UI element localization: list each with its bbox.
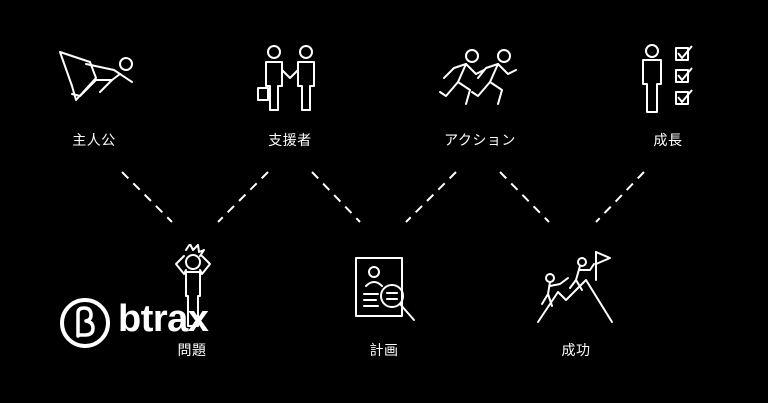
- btrax-logo-text: btrax: [118, 298, 209, 340]
- label-problem: 問題: [177, 343, 207, 359]
- label-action: アクション: [444, 133, 516, 149]
- document-magnifier-icon: [355, 257, 415, 321]
- label-plan: 計画: [369, 343, 399, 359]
- running-people-icon: [439, 49, 517, 105]
- connector-action-plan: [405, 171, 457, 223]
- b-circle-logo-icon: [60, 298, 110, 348]
- connector-growth-success: [595, 171, 645, 223]
- label-success: 成功: [561, 343, 591, 359]
- label-growth: 成長: [653, 133, 683, 149]
- summit-flag-icon: [537, 251, 613, 323]
- label-protagonist: 主人公: [72, 133, 116, 149]
- checklist-person-icon: [642, 44, 693, 113]
- stressed-person-icon: [175, 244, 211, 327]
- flying-hero-icon: [59, 51, 133, 101]
- label-supporter: 支援者: [268, 133, 312, 149]
- connector-supporter-plan: [311, 171, 361, 223]
- handshake-icon: [257, 45, 315, 111]
- btrax-logo: btrax: [58, 296, 228, 352]
- connector-action-success: [499, 171, 550, 223]
- connector-supporter-problem: [217, 171, 269, 223]
- connector-protagonist-problem: [121, 171, 173, 223]
